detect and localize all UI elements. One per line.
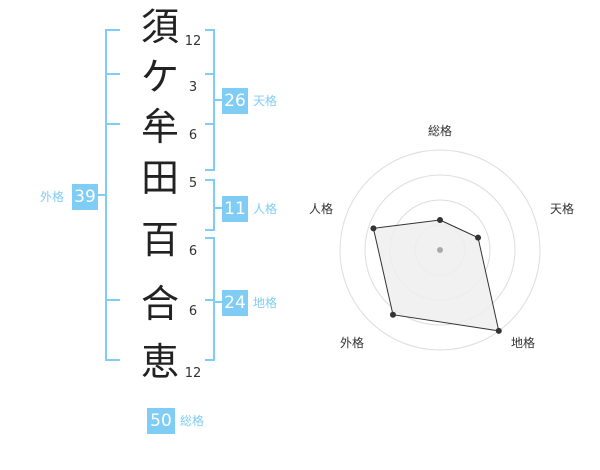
radar-grid-ring	[339, 149, 541, 351]
soukaku-label: 総格	[180, 414, 205, 428]
tenkaku-badge: 26	[222, 88, 248, 114]
radar-point-gaikaku	[389, 311, 396, 318]
radar-label-chikaku: 地格	[511, 336, 536, 350]
name-char-7: 恵	[140, 340, 179, 384]
name-char-3: 牟	[140, 105, 179, 149]
radar-point-soukaku	[437, 217, 443, 223]
jinkaku-label: 人格	[253, 202, 278, 216]
radar-label-gaikaku: 外格	[340, 336, 365, 350]
jinkaku-badge: 11	[222, 196, 248, 222]
name-char-1: 須	[140, 5, 179, 49]
radar-label-tenkaku: 天格	[550, 202, 575, 216]
radar-point-chikaku	[495, 327, 502, 334]
soukaku-badge: 50	[147, 408, 175, 434]
stroke-count-2: 3	[188, 80, 198, 95]
name-char-2: ケ	[140, 55, 179, 99]
radar-point-jinkaku	[370, 225, 377, 232]
radar-grid-ring	[364, 174, 516, 326]
gaikaku-label: 外格	[40, 190, 65, 204]
gaikaku-badge: 39	[72, 184, 98, 210]
name-char-5: 百	[140, 218, 179, 262]
radar-point-tenkaku	[475, 234, 482, 241]
stroke-count-4: 5	[188, 176, 198, 191]
chikaku-badge: 24	[222, 290, 248, 316]
radar-data-polygon	[372, 219, 500, 332]
tenkaku-label: 天格	[253, 94, 278, 108]
stroke-count-6: 6	[188, 304, 198, 319]
name-char-6: 合	[140, 282, 179, 326]
stroke-count-7: 12	[184, 366, 202, 381]
jinkaku-bracket	[205, 179, 215, 231]
radar-center-dot	[437, 247, 443, 253]
stroke-count-5: 6	[188, 244, 198, 259]
name-char-4: 田	[140, 156, 179, 200]
chikaku-label: 地格	[253, 296, 278, 310]
radar-label-soukaku: 総格	[428, 124, 453, 138]
radar-label-jinkaku: 人格	[309, 202, 334, 216]
stroke-count-1: 12	[184, 34, 202, 49]
stroke-count-3: 6	[188, 128, 198, 143]
